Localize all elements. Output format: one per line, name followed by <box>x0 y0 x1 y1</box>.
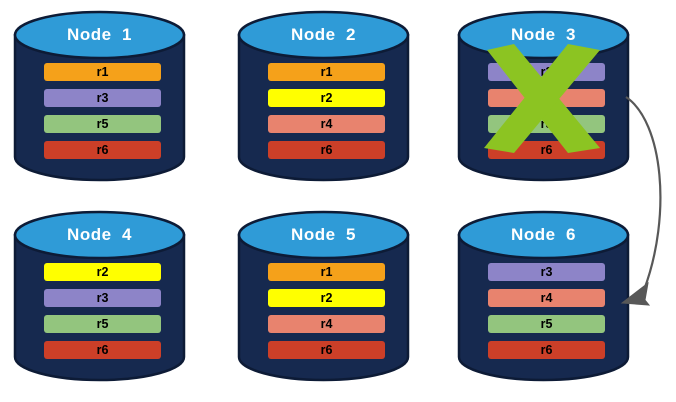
record-bar[interactable]: r1 <box>268 263 385 281</box>
record-bar[interactable]: r2 <box>44 263 161 281</box>
record-list-1: r1 r3 r5 r6 <box>44 63 161 159</box>
record-bar[interactable]: r5 <box>488 315 605 333</box>
record-list-6: r3 r4 r5 r6 <box>488 263 605 359</box>
record-label: r6 <box>96 343 109 357</box>
record-bar[interactable]: r2 <box>268 89 385 107</box>
record-label: r2 <box>96 265 109 279</box>
record-bar[interactable]: r4 <box>268 315 385 333</box>
record-label: r3 <box>540 265 553 279</box>
record-label: r6 <box>320 143 333 157</box>
record-list-4: r2 r3 r5 r6 <box>44 263 161 359</box>
record-label: r4 <box>320 117 333 131</box>
record-bar[interactable]: r4 <box>488 289 605 307</box>
record-label: r5 <box>96 317 109 331</box>
record-bar[interactable]: r6 <box>488 341 605 359</box>
record-bar[interactable]: r3 <box>44 89 161 107</box>
record-list-2: r1 r2 r4 r6 <box>268 63 385 159</box>
record-bar[interactable]: r3 <box>488 263 605 281</box>
record-bar[interactable]: r1 <box>44 63 161 81</box>
record-label: r6 <box>96 143 109 157</box>
record-bar[interactable]: r6 <box>44 141 161 159</box>
recovery-arrow-line <box>625 96 662 291</box>
record-label: r2 <box>320 91 333 105</box>
record-bar[interactable]: r3 <box>44 289 161 307</box>
record-label: r4 <box>540 291 553 305</box>
record-label: r3 <box>96 91 109 105</box>
record-bar[interactable]: r1 <box>268 63 385 81</box>
record-label: r1 <box>96 65 109 79</box>
node-cylinder-1[interactable]: Node 1 r1 r3 r5 r6 <box>12 8 187 184</box>
record-label: r6 <box>540 343 553 357</box>
record-label: r4 <box>320 317 333 331</box>
node-cylinder-5[interactable]: Node 5 r1 r2 r4 r6 <box>236 208 411 384</box>
record-label: r5 <box>96 117 109 131</box>
record-bar[interactable]: r4 <box>268 115 385 133</box>
recovery-arrow-head <box>620 281 651 306</box>
record-bar[interactable]: r5 <box>44 315 161 333</box>
record-bar[interactable]: r6 <box>44 341 161 359</box>
record-label: r1 <box>320 65 333 79</box>
record-label: r5 <box>540 317 553 331</box>
record-label: r3 <box>96 291 109 305</box>
record-bar[interactable]: r6 <box>268 341 385 359</box>
record-bar[interactable]: r2 <box>268 289 385 307</box>
record-label: r6 <box>320 343 333 357</box>
record-label: r2 <box>320 291 333 305</box>
record-label: r1 <box>320 265 333 279</box>
record-bar[interactable]: r5 <box>44 115 161 133</box>
record-list-5: r1 r2 r4 r6 <box>268 263 385 359</box>
node-cylinder-6[interactable]: Node 6 r3 r4 r5 r6 <box>456 208 631 384</box>
record-bar[interactable]: r6 <box>268 141 385 159</box>
node-cylinder-4[interactable]: Node 4 r2 r3 r5 r6 <box>12 208 187 384</box>
